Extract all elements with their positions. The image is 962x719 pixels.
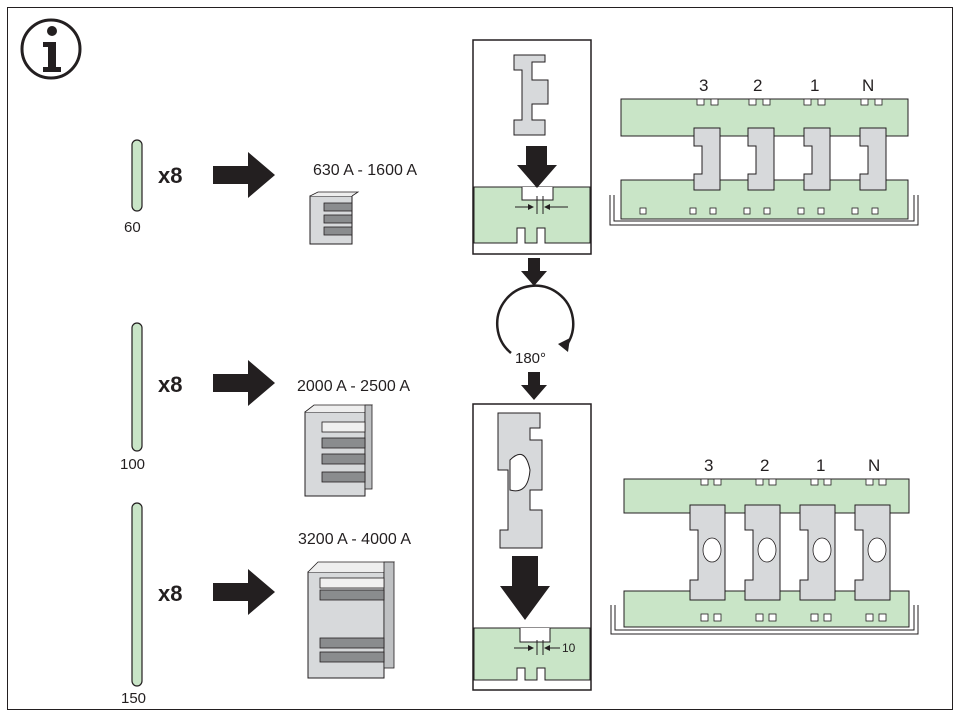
detail-box-top (472, 39, 592, 255)
phase-label: 3 (699, 76, 709, 95)
phase-label: 3 (704, 456, 714, 475)
phase-label: 1 (810, 76, 820, 95)
current-range: 630 A - 1600 A (313, 162, 418, 179)
phase-label: N (862, 76, 875, 95)
connector-medium (304, 404, 373, 497)
current-range: 2000 A - 2500 A (297, 378, 410, 395)
current-range: 3200 A - 4000 A (298, 531, 411, 548)
rod-60 (131, 139, 143, 212)
phase-label: 2 (760, 456, 770, 475)
busbar-assembly-top (609, 98, 919, 226)
connector-small (309, 191, 360, 245)
diagram-frame (7, 7, 953, 710)
rod-length: 60 (124, 219, 141, 236)
info-icon (20, 18, 82, 80)
rod-quantity: x8 (158, 581, 183, 606)
rod-150 (131, 502, 143, 687)
rod-quantity: x8 (158, 372, 183, 397)
rod-quantity: x8 (158, 163, 183, 188)
arrow-right-icon (213, 152, 275, 615)
connector-large (307, 561, 395, 679)
gap-label: 10 (562, 641, 576, 655)
detail-box-bottom (472, 403, 592, 691)
rod-100 (131, 322, 143, 452)
rotate-icon (496, 284, 575, 354)
rod-length: 150 (121, 690, 147, 707)
phase-label: N (868, 456, 881, 475)
busbar-assembly-bottom (610, 478, 919, 635)
rotation-label: 180° (515, 350, 547, 367)
arrow-down-icon (521, 258, 547, 400)
phase-label: 1 (816, 456, 826, 475)
rod-length: 100 (120, 456, 146, 473)
phase-label: 2 (753, 76, 763, 95)
